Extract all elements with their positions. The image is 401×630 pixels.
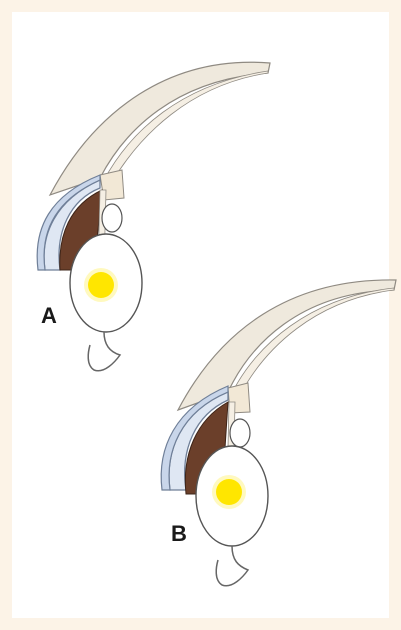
curved-flap-b — [178, 280, 396, 410]
small-bulb-a — [102, 204, 122, 232]
figure-a — [37, 62, 270, 371]
hook-b — [216, 546, 248, 586]
hook-a — [88, 332, 120, 371]
curved-flap-a — [50, 62, 270, 195]
figure-label-b: B — [171, 523, 187, 545]
figure-label-a: A — [41, 305, 57, 327]
figure-b — [161, 280, 396, 586]
small-bulb-b — [230, 419, 250, 447]
